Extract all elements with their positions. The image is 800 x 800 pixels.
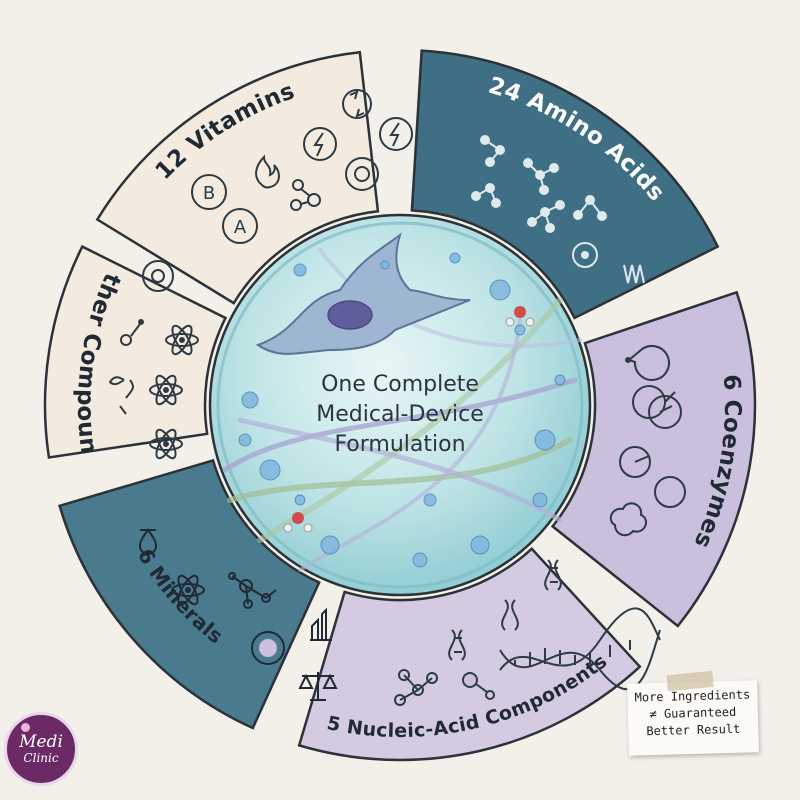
minerals-icons (138, 528, 338, 701)
molecule-icon (480, 135, 505, 167)
segment-other-compounds (43, 244, 228, 459)
molecule-icon (228, 572, 277, 609)
medi-clinic-logo: Medi Clinic (4, 712, 78, 786)
coenzymes-icons (609, 345, 686, 537)
ring-icon (142, 260, 174, 292)
center-title-line-1: One Complete (321, 372, 479, 397)
molecule-icon (573, 195, 607, 221)
sticky-note: More Ingredients ≠ Guaranteed Better Res… (627, 670, 759, 756)
water-molecule-icon (505, 306, 535, 327)
molecule-icon (290, 179, 321, 211)
molecule-icon (572, 242, 598, 268)
dna-icon (448, 629, 466, 661)
recycle-icon (342, 89, 372, 119)
sprout-icon (108, 376, 134, 415)
water-molecule-icon (283, 512, 313, 533)
gear-icon (345, 157, 379, 191)
segment-nucleic-acid (297, 547, 642, 762)
pac-shape-icon (632, 385, 682, 429)
ring-icon (251, 631, 285, 665)
blob-icon (609, 502, 648, 537)
other-icons (108, 260, 199, 460)
pac-shape-icon (625, 345, 670, 381)
segment-minerals (58, 458, 321, 730)
atom-icon (149, 374, 183, 406)
flame-icon (255, 154, 280, 189)
drop-icon (138, 528, 158, 555)
nucleic-icons (394, 559, 661, 706)
vitamins-icons: B A (191, 89, 413, 244)
molecule-icon (120, 319, 144, 346)
letter-a-icon: A (222, 208, 258, 244)
bubbles (238, 252, 566, 568)
dna-icon (501, 599, 519, 631)
center-title-line-3: Formulation (334, 432, 465, 457)
segment-coenzymes (550, 290, 757, 628)
logo-line-1: Medi (19, 732, 63, 752)
molecule-icon (462, 672, 495, 700)
pac-shape-icon (619, 446, 651, 478)
dna-icon (544, 559, 562, 591)
center-title-line-2: Medical-Device (316, 402, 483, 427)
lightning-icon (379, 117, 413, 151)
atom-icon (149, 428, 183, 460)
center-rim (216, 221, 584, 589)
svg-text:B: B (203, 183, 215, 204)
crystal-icon (310, 607, 332, 641)
dna-large-icon (499, 607, 661, 690)
lightning-icon (303, 127, 337, 161)
logo-line-2: Clinic (23, 751, 59, 765)
letter-b-icon: B (191, 174, 227, 210)
cell-illustration (255, 232, 471, 355)
note-line-3: Better Result (646, 721, 741, 739)
logo-dot (21, 723, 30, 732)
atom-icon (171, 574, 205, 606)
svg-text:A: A (234, 217, 247, 238)
atom-icon (165, 324, 199, 356)
note-line-1: More Ingredients (634, 687, 751, 705)
molecule-icon (394, 669, 438, 706)
coil-icon (623, 264, 645, 284)
scale-icon (298, 672, 338, 701)
molecule-icon (471, 183, 501, 208)
amino-icons (471, 135, 645, 284)
molecule-icon (523, 158, 559, 195)
pac-shape-icon (654, 476, 686, 508)
segment-amino-acids (410, 49, 720, 320)
segment-vitamins (95, 50, 380, 305)
center-formulation: One Complete Medical-Device Formulation (208, 213, 592, 597)
molecule-icon (527, 200, 565, 233)
